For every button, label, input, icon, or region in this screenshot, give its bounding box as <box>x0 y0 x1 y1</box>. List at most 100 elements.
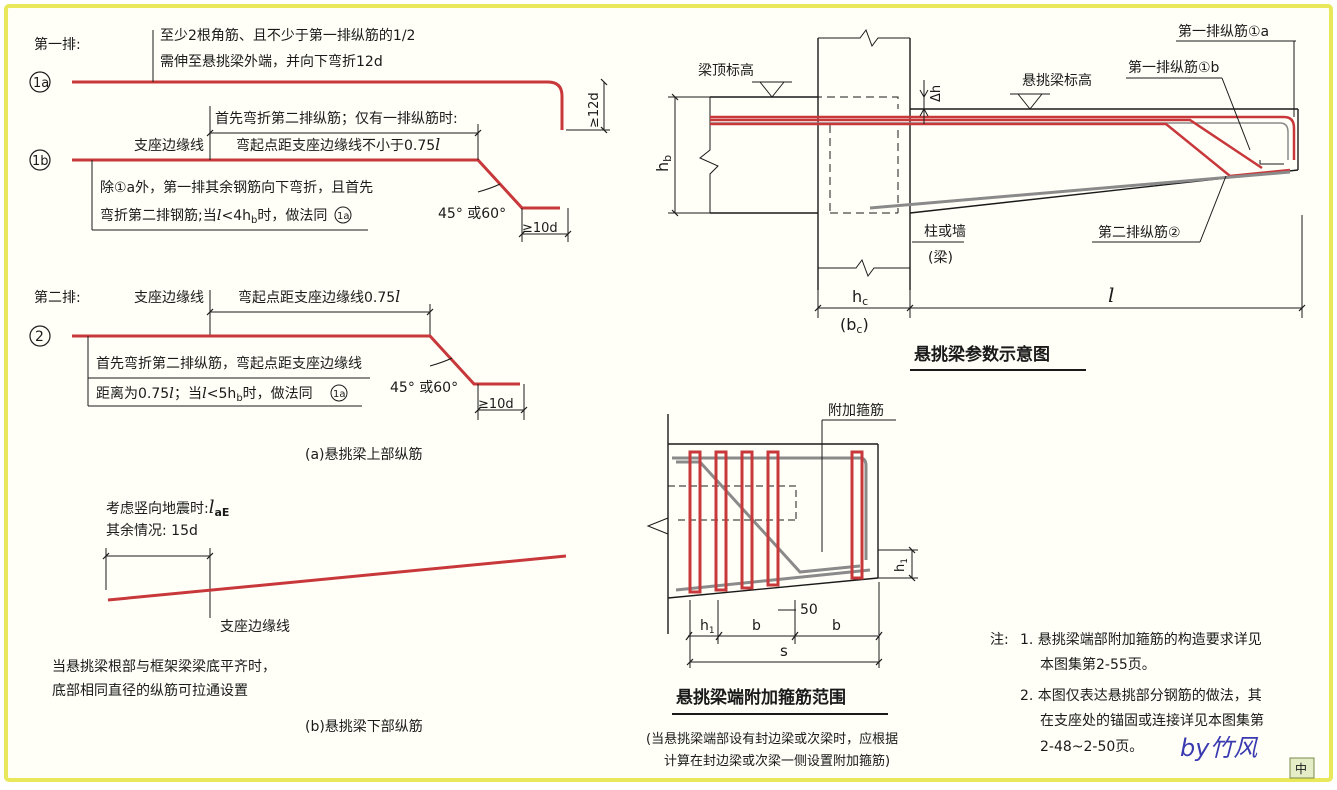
end-stirrup-section: 附加箍筋 h1 h1 b b 50 s 悬挑梁端附加箍筋范围 (当悬挑梁端部设有… <box>646 402 918 769</box>
stirrup-bar <box>850 450 864 580</box>
note-2-bottom-line1: 首先弯折第二排纵筋，弯起点距支座边缘线 <box>96 355 362 372</box>
mark-2: 2 <box>35 329 44 345</box>
watermark: by竹风 <box>1180 734 1258 762</box>
angle-arc-2 <box>429 357 453 367</box>
rebar-end-hook <box>1259 160 1284 165</box>
note-1b-bottom-line2: 弯折第二排钢筋;当l<4hb时，做法同 <box>100 206 327 226</box>
parameter-diagram: 梁顶标高 悬挑梁标高 Δh hb 第一排纵筋①a 第一排纵筋①b 第二排纵筋② … <box>653 23 1306 371</box>
stirrup-label: 附加箍筋 <box>828 402 884 419</box>
caption-b: (b)悬挑梁下部纵筋 <box>305 718 423 735</box>
stirrup-gray-bottom <box>675 568 871 592</box>
notes-prefix: 注: <box>990 632 1009 648</box>
params-title: 悬挑梁参数示意图 <box>914 344 1050 365</box>
h1-right-label: h1 <box>893 558 910 572</box>
seismic-line1: 考虑竖向地震时:laE <box>106 497 229 519</box>
rebar-bottom <box>107 554 567 602</box>
bottom-note-line2: 底部相同直径的纵筋可拉通设置 <box>52 682 248 699</box>
rebar-1b-label: 第一排纵筋①b <box>1128 59 1220 76</box>
stirrup-bar <box>740 450 754 590</box>
dim-b2: b <box>832 618 841 634</box>
note-2-top: 弯起点距支座边缘线0.75l <box>238 287 400 306</box>
dim-row1-ticks <box>685 631 883 641</box>
corner-badge-box <box>1289 757 1315 779</box>
stirrup-bar <box>766 450 780 587</box>
rebar-bottom-diagram <box>869 170 1291 210</box>
note-2-line1: 2. 本图仅表达悬挑部分钢筋的做法，其 <box>1020 687 1262 704</box>
lower-bars-section: 考虑竖向地震时:laE 其余情况: 15d 支座边缘线 当悬挑梁根部与框架梁梁底… <box>52 497 567 735</box>
dim-12d: ≥12d <box>587 92 602 128</box>
ref-1a-1: 1a <box>337 211 350 222</box>
beam-paren-label: (梁) <box>928 250 953 266</box>
cantilever-elev-mark <box>1010 93 1050 110</box>
rebar-1a <box>72 80 564 130</box>
stirrup-hidden <box>668 485 797 521</box>
hb-label: hb <box>653 155 674 172</box>
stirrup-gray-top <box>672 456 868 560</box>
angle-arc-1 <box>477 183 501 193</box>
note-1-line1: 1. 悬挑梁端部附加箍筋的构造要求详见 <box>1020 631 1262 648</box>
corner-badge: 中 <box>1295 761 1307 776</box>
note-2-bottom-line2: 距离为0.75l；当l<5hb时，做法同 <box>96 384 313 404</box>
rebar-1a-diagram <box>710 115 1296 160</box>
upper-bars-section: 第一排: 1a 至少2根角筋、且不少于第一排纵筋的1/2 需伸至悬挑梁外端，并向… <box>29 27 610 463</box>
stirrup-gray-diag <box>676 460 861 574</box>
rebar-2-label: 第二排纵筋② <box>1098 224 1181 241</box>
other-case-line: 其余情况: 15d <box>106 522 198 539</box>
notes-section: 注: 1. 悬挑梁端部附加箍筋的构造要求详见 本图集第2-55页。 2. 本图仅… <box>990 631 1264 755</box>
ref-1a-circle-2 <box>330 384 348 402</box>
rebar-2-diagram <box>710 122 1291 178</box>
note-1a-line1: 至少2根角筋、且不少于第一排纵筋的1/2 <box>160 27 415 44</box>
row2-label: 第二排: <box>34 289 81 306</box>
rebar-1a-diagram-b <box>710 122 1289 160</box>
row1-label: 第一排: <box>34 36 81 53</box>
stirrup-note-line1: (当悬挑梁端部设有封边梁或次梁时，应根据 <box>646 731 898 747</box>
dim-50: 50 <box>800 602 818 618</box>
stirrup-break <box>646 517 669 535</box>
dim-10d-1: ≥10d <box>522 221 558 236</box>
ref-1a-2: 1a <box>333 389 346 400</box>
note-2-line2: 在支座处的锚固或连接详见本图集第 <box>1040 712 1264 729</box>
note-1a-line2: 需伸至悬挑梁外端，并向下弯折12d <box>160 53 383 70</box>
angle-1: 45° 或60° <box>438 206 506 222</box>
note-1b-top-line1: 首先弯折第二排纵筋；仅有一排纵筋时: <box>215 110 458 127</box>
stirrup-beam-bottom <box>667 577 879 599</box>
rebar-1b-leader-d <box>1221 77 1251 151</box>
mark-1a-circle <box>29 71 51 93</box>
note-1b-top-line2: 弯起点距支座边缘线不小于0.75l <box>236 135 440 154</box>
bc-label: (bc) <box>840 315 869 336</box>
l-span: l <box>1108 283 1114 307</box>
mark-1b: 1b <box>32 154 49 169</box>
rebar-1b-diagram <box>710 118 1263 170</box>
stirrup-bars <box>688 450 864 594</box>
stirrup-bar <box>688 450 702 594</box>
support-edge-1: 支座边缘线 <box>134 138 204 154</box>
delta-h-arrows <box>919 89 929 117</box>
hidden-lines <box>710 96 899 214</box>
delta-h: Δh <box>929 85 944 102</box>
column-break-top <box>818 28 910 48</box>
stirrup-bar <box>714 450 728 592</box>
dim-10d-2: ≥10d <box>478 397 514 412</box>
beam-break <box>699 97 719 213</box>
dim-s: s <box>780 642 788 660</box>
angle-2: 45° 或60° <box>390 380 458 396</box>
support-edge-3: 支座边缘线 <box>220 619 290 635</box>
cantilever-top-elev: 悬挑梁标高 <box>1022 72 1092 89</box>
column-wall-label: 柱或墙 <box>924 224 966 240</box>
stirrup-note-line2: 计算在封边梁或次梁一侧设置附加箍筋) <box>664 753 890 769</box>
beam-top-elev: 梁顶标高 <box>698 62 754 79</box>
mark-1a: 1a <box>33 76 49 91</box>
rebar-1a-label: 第一排纵筋①a <box>1178 23 1269 40</box>
stirrup-title: 悬挑梁端附加箍筋范围 <box>676 687 846 708</box>
rebar-2-leader-d <box>1199 175 1227 243</box>
support-edge-2: 支座边缘线 <box>134 290 204 306</box>
hc-label: hc <box>852 287 868 308</box>
note-1-line2: 本图集第2-55页。 <box>1040 656 1156 673</box>
bottom-note-line1: 当悬挑梁根部与框架梁梁底平齐时， <box>52 659 276 675</box>
mark-2-circle <box>29 325 51 347</box>
mark-1b-circle <box>29 149 51 171</box>
note-2-line3: 2-48~2-50页。 <box>1040 739 1143 755</box>
beam-top-elev-mark <box>752 81 792 98</box>
